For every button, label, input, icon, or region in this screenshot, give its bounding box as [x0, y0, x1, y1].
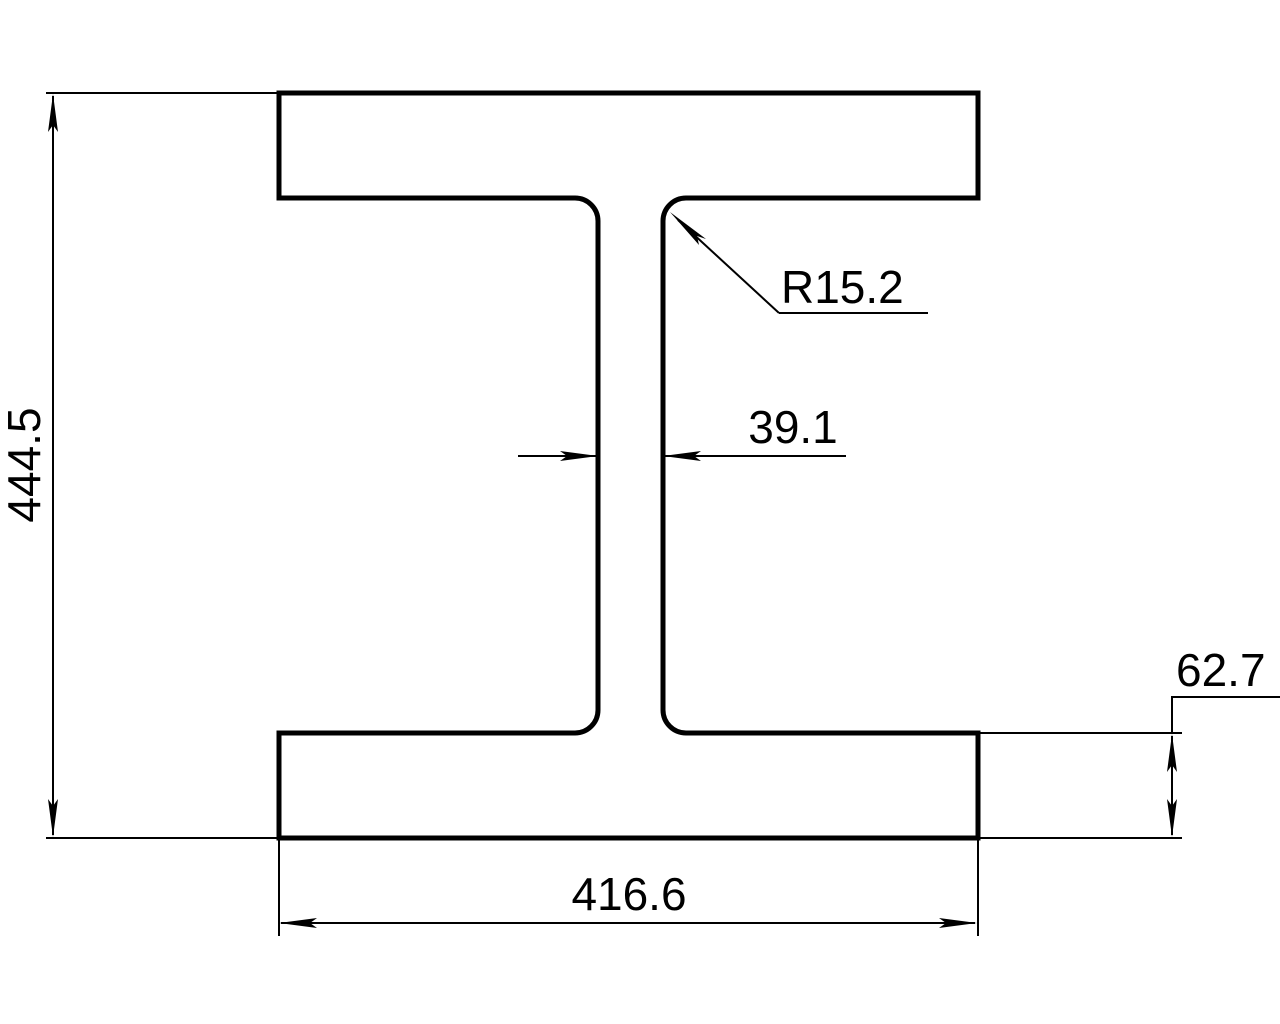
dim-label-flange-width: 416.6: [571, 868, 686, 920]
arrow-head-r15: [670, 212, 706, 245]
arrow-head-416-left: [279, 918, 317, 928]
arrow-head-444-bottom: [48, 799, 58, 837]
dimension-flange-width: 416.6: [279, 868, 977, 928]
dim-label-fillet-radius: R15.2: [781, 261, 904, 313]
dimension-fillet-radius: R15.2: [670, 212, 928, 314]
dimension-web-thickness: 39.1: [518, 401, 846, 461]
dim-label-overall-height: 444.5: [0, 407, 50, 522]
beam-cross-section-outline: [276, 90, 981, 841]
extension-lines: [46, 92, 1182, 936]
beam-profile: [276, 90, 981, 841]
dimension-flange-thickness: 62.7: [1167, 644, 1280, 837]
arrow-head-416-right: [939, 918, 977, 928]
dim-label-web-thickness: 39.1: [748, 401, 838, 453]
arrow-head-62-top: [1167, 734, 1177, 772]
dimension-overall-height: 444.5: [0, 94, 58, 837]
dim-label-flange-thickness: 62.7: [1176, 644, 1266, 696]
arrow-head-39-left: [560, 451, 598, 461]
arrow-head-39-right: [663, 451, 701, 461]
leader-shelf-62: [1171, 696, 1280, 734]
arrow-head-62-bottom: [1167, 799, 1177, 837]
arrow-head-444-top: [48, 94, 58, 132]
